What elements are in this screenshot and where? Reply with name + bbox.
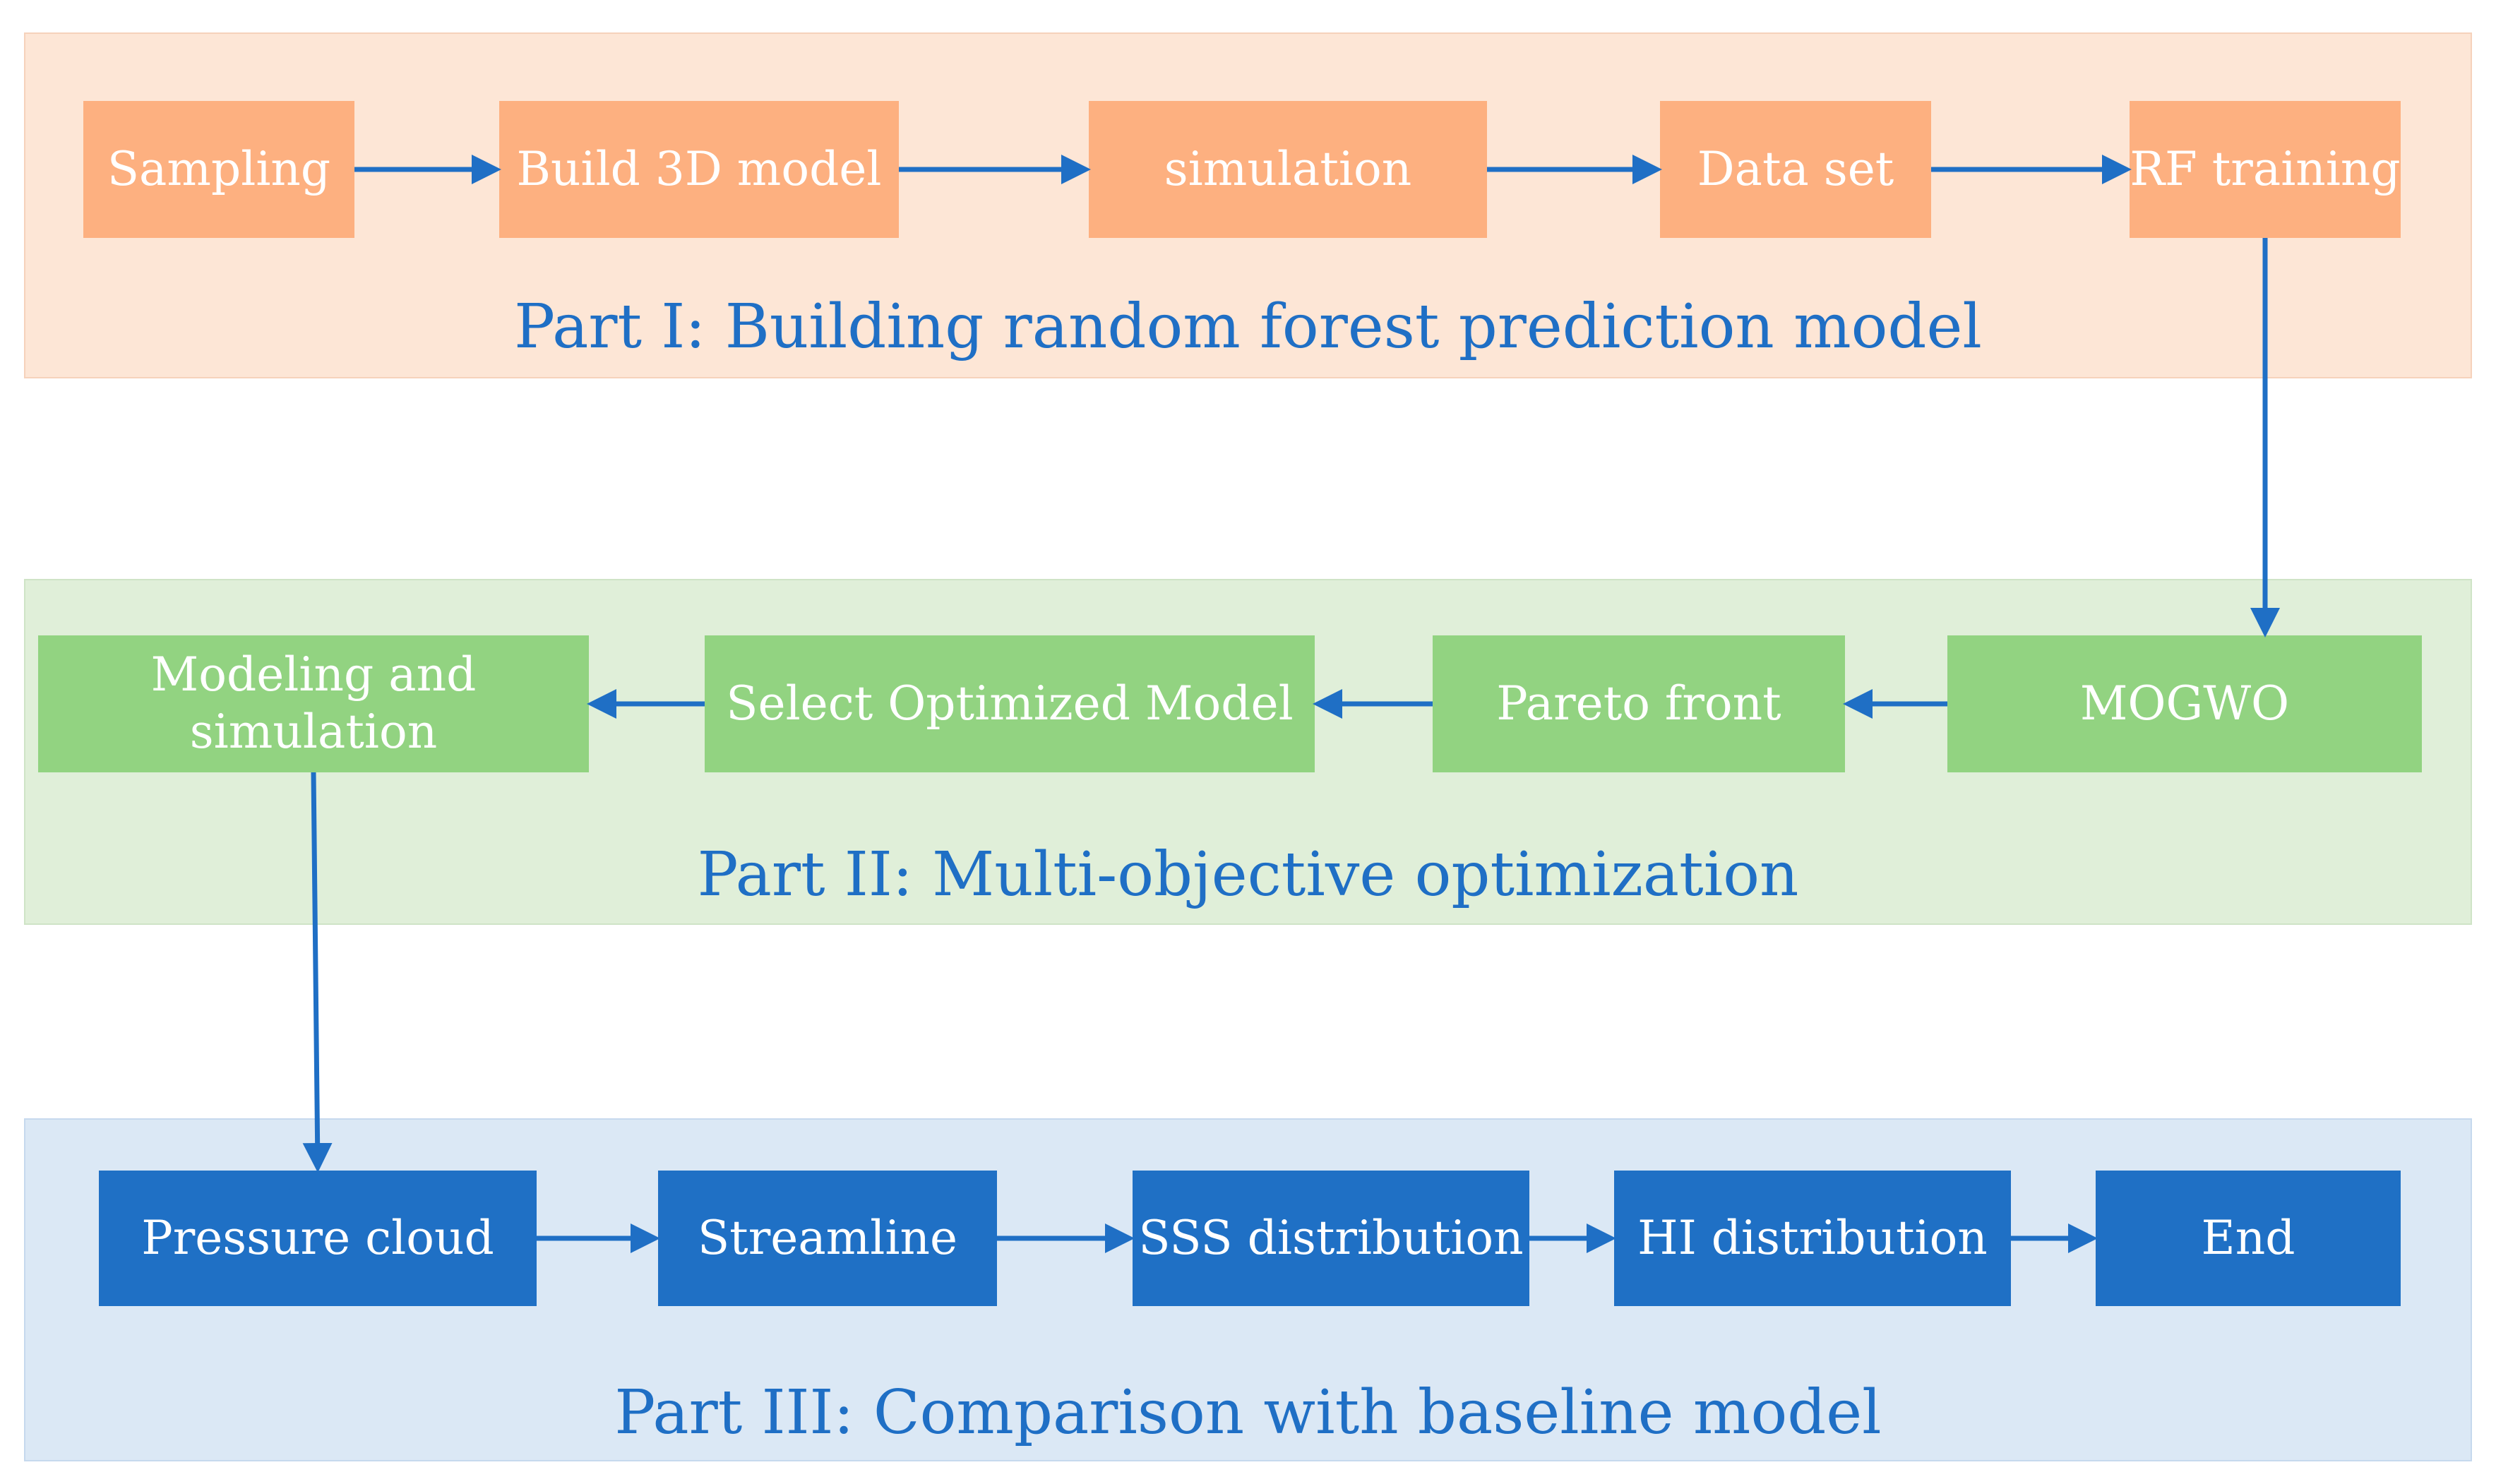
step-pareto-front: Pareto front — [1433, 635, 1845, 772]
step-mogwo: MOGWO — [1947, 635, 2422, 772]
part1-title: Part I: Building random forest predictio… — [514, 292, 1982, 362]
step-modeling-and-simulation: Modeling and simulation — [38, 635, 589, 772]
part2-title: Part II: Multi-objective optimization — [697, 839, 1799, 910]
step-data-set: Data set — [1660, 101, 1931, 238]
part3-title: Part III: Comparison with baseline model — [614, 1377, 1882, 1448]
step-sampling: Sampling — [83, 101, 354, 238]
step-hi-distribution: HI distribution — [1614, 1171, 2011, 1306]
step-rf-training: RF training — [2130, 101, 2401, 238]
step-build-3d-model: Build 3D model — [499, 101, 899, 238]
step-sss-distribution: SSS distribution — [1133, 1171, 1529, 1306]
step-streamline: Streamline — [658, 1171, 997, 1306]
step-select-optimized-model: Select Optimized Model — [705, 635, 1315, 772]
step-simulation: simulation — [1089, 101, 1487, 238]
step-pressure-cloud: Pressure cloud — [99, 1171, 537, 1306]
step-end: End — [2096, 1171, 2401, 1306]
